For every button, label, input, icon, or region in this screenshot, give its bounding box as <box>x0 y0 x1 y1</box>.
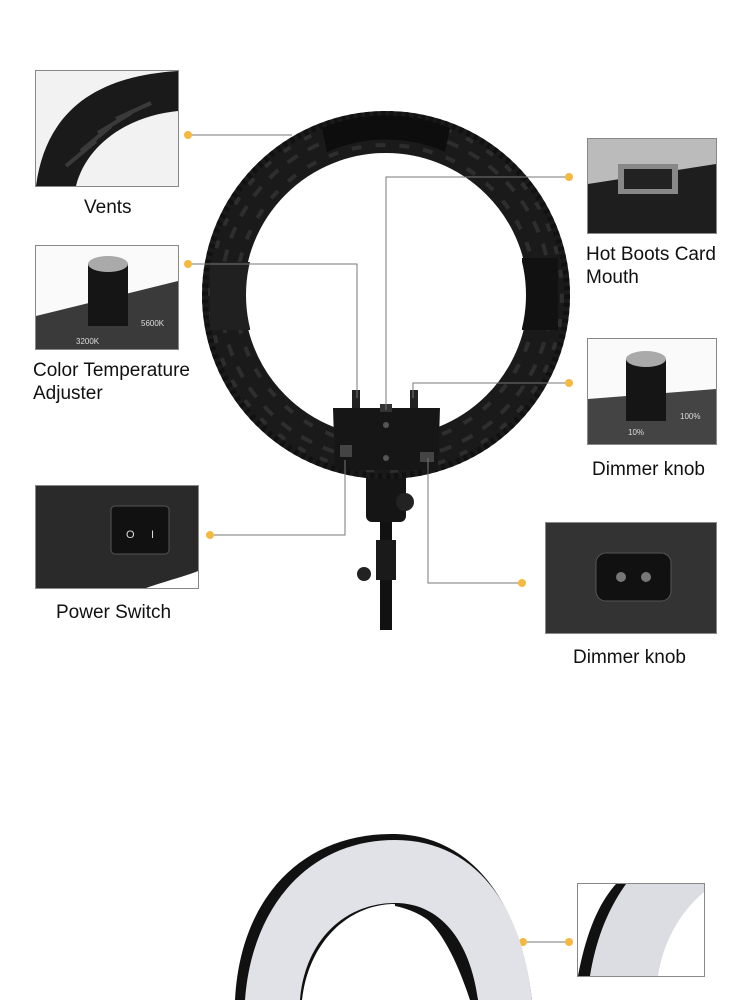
power-switch-label: Power Switch <box>56 602 172 623</box>
hot-boots-label: Hot Boots Card Mouth <box>586 244 716 288</box>
color-temperature-inset: 3200K 5600K <box>35 245 179 350</box>
spec-label <box>522 258 558 330</box>
switch-on-text: I <box>151 529 154 541</box>
hot-boots-inset <box>587 138 717 234</box>
color-temperature-label: Color Temperature Adjuster <box>33 360 191 404</box>
temp-high-text: 5600K <box>141 319 165 328</box>
callout-lines <box>188 134 569 943</box>
led-edge-inset <box>577 883 705 977</box>
power-switch-inset: O I <box>35 485 199 589</box>
light-stand <box>357 462 414 630</box>
lit-ring <box>235 834 532 1000</box>
temp-low-text: 3200K <box>76 337 100 346</box>
callout-dots <box>184 131 573 946</box>
dimmer-low-text: 10% <box>628 428 644 437</box>
base-plate <box>333 390 440 470</box>
dimmer-knob-2-label: Dimmer knob <box>573 647 686 668</box>
vents-inset <box>35 70 179 187</box>
switch-off-text: O <box>126 529 135 541</box>
dimmer-knob-label: Dimmer knob <box>592 459 705 480</box>
ring-light-body <box>202 111 570 479</box>
vents-label: Vents <box>84 197 132 218</box>
dimmer-high-text: 100% <box>680 412 700 421</box>
dimmer-knob-inset: 10% 100% <box>587 338 717 445</box>
power-socket-inset <box>545 522 717 634</box>
